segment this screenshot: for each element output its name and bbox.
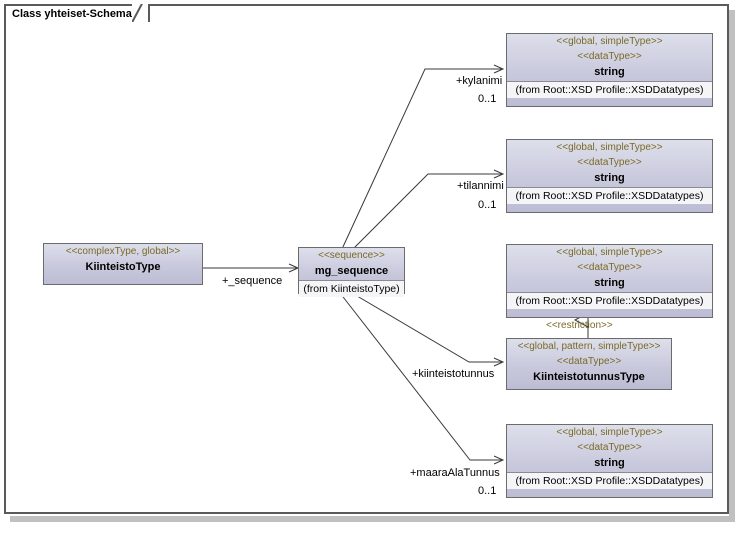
namespace-label: (from Root::XSD Profile::XSDDatatypes) (507, 472, 712, 489)
class-name-label: string (594, 457, 625, 469)
edge-label-kylanimi: +kylanimi (456, 75, 503, 87)
class-name-label: KiinteistoType (85, 261, 161, 273)
namespace-label: (from Root::XSD Profile::XSDDatatypes) (507, 187, 712, 204)
class-name-label: string (594, 172, 625, 184)
class-box-string-restriction-base[interactable]: <<global, simpleType>> <<dataType>> stri… (506, 244, 713, 318)
page-title: Class yhteiset-Schema (12, 8, 132, 20)
edge-label-sequence: +_sequence (222, 275, 283, 287)
namespace-label: (from Root::XSD Profile::XSDDatatypes) (507, 292, 712, 309)
edge-label-tilannimi: +tilannimi (457, 180, 504, 192)
class-name-label: mg_sequence (314, 265, 389, 277)
diagram-title-tab: Class yhteiset-Schema (4, 4, 150, 22)
stereotype-label-datatype: <<dataType>> (577, 157, 642, 168)
stereotype-label-datatype: <<dataType>> (556, 356, 622, 367)
class-box-kiinteisto-type[interactable]: <<complexType, global>> KiinteistoType (43, 243, 203, 285)
stereotype-label-datatype: <<dataType>> (577, 262, 642, 273)
stereotype-label: <<complexType, global>> (65, 246, 181, 257)
class-box-mg-sequence[interactable]: <<sequence>> mg_sequence (from Kiinteist… (298, 247, 405, 297)
stereotype-label-global: <<global, simpleType>> (556, 36, 663, 47)
class-box-string-tilannimi[interactable]: <<global, simpleType>> <<dataType>> stri… (506, 139, 713, 213)
stereotype-label: <<sequence>> (318, 250, 385, 261)
stereotype-label-datatype: <<dataType>> (577, 442, 642, 453)
title-tab-corner (132, 4, 148, 22)
class-box-string-maaraalatunnus[interactable]: <<global, simpleType>> <<dataType>> stri… (506, 424, 713, 498)
class-name-label: string (594, 66, 625, 78)
class-box-kiinteistotunnus-type[interactable]: <<global, pattern, simpleType>> <<dataTy… (506, 338, 672, 390)
frame-shadow-bottom (10, 516, 735, 522)
stereotype-label-global: <<global, simpleType>> (556, 142, 663, 153)
class-name-label: string (594, 277, 625, 289)
multiplicity-label-kylanimi: 0..1 (478, 93, 497, 105)
class-box-string-kylanimi[interactable]: <<global, simpleType>> <<dataType>> stri… (506, 33, 713, 107)
multiplicity-label-maaraalatunnus: 0..1 (478, 485, 497, 497)
stereotype-label-global: <<global, simpleType>> (556, 427, 663, 438)
multiplicity-label-tilannimi: 0..1 (478, 199, 497, 211)
edge-label-restriction: <<restriction>> (546, 320, 613, 331)
stereotype-label-datatype: <<dataType>> (577, 51, 642, 62)
frame-shadow-right (729, 10, 735, 522)
stereotype-label-global: <<global, simpleType>> (556, 247, 663, 258)
edge-label-maaraalatunnus: +maaraAlaTunnus (410, 467, 500, 479)
stereotype-label-global: <<global, pattern, simpleType>> (517, 341, 661, 352)
namespace-label: (from KiinteistoType) (299, 280, 404, 297)
class-name-label: KiinteistotunnusType (533, 371, 645, 383)
namespace-label: (from Root::XSD Profile::XSDDatatypes) (507, 81, 712, 98)
edge-label-kiinteistotunnus: +kiinteistotunnus (412, 368, 495, 380)
